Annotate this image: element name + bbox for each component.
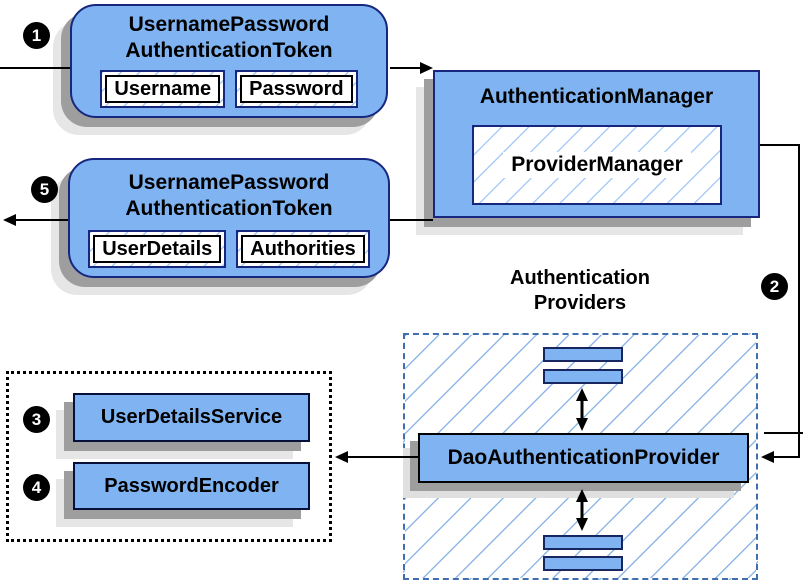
response-token-fields: UserDetails Authorities [70,230,388,268]
arrow-right-icon [420,62,433,74]
userdetails-label: UserDetails [93,235,222,263]
password-encoder-box: PasswordEncoder [73,462,310,510]
authorities-label: Authorities [241,235,365,263]
authentication-manager-title: AuthenticationManager [479,85,714,108]
user-details-service-box: UserDetailsService [73,393,310,442]
request-token-title-line1: UsernamePassword [128,13,330,36]
provider-placeholder-bar [543,535,623,550]
user-details-service-label: UserDetailsService [100,406,283,428]
response-token-box: UsernamePassword AuthenticationToken Use… [68,158,390,278]
authentication-providers-label-line1: Authentication [510,267,650,289]
dao-authentication-provider-box: DaoAuthenticationProvider [418,433,749,483]
step-2-badge: 2 [761,273,788,300]
step-3-badge: 3 [23,406,50,433]
arrow-left-icon [761,451,774,463]
password-field-box: Password [235,70,358,108]
provider-placeholder-bar [543,556,623,571]
authorities-field-box: Authorities [236,230,370,268]
arrow-left-icon [335,451,348,463]
step-5-badge: 5 [31,176,58,203]
provider-placeholder-bar [543,369,623,384]
dao-authentication-provider-label: DaoAuthenticationProvider [447,446,720,469]
services-group-box [6,371,332,542]
authentication-providers-label-line2: Providers [533,292,627,314]
response-token-title-line1: UsernamePassword [128,171,330,194]
request-token-fields: Username Password [72,70,386,108]
provider-manager-box: ProviderManager [472,125,722,205]
password-label: Password [240,75,353,103]
username-label: Username [105,75,221,103]
step-4-badge: 4 [23,474,50,501]
response-token-title-line2: AuthenticationToken [125,197,333,220]
response-token-title: UsernamePassword AuthenticationToken [70,170,388,222]
request-token-box: UsernamePassword AuthenticationToken Use… [70,4,388,118]
authentication-providers-label: Authentication Providers [455,266,705,316]
flow-path-step2 [760,144,800,458]
authentication-manager-box: AuthenticationManager ProviderManager [433,70,760,218]
provider-placeholder-bar [543,347,623,362]
password-encoder-label: PasswordEncoder [104,474,279,497]
username-field-box: Username [100,70,226,108]
userdetails-field-box: UserDetails [88,230,227,268]
request-token-title-line2: AuthenticationToken [125,39,333,62]
step-1-badge: 1 [23,22,50,49]
arrow-left-icon [3,214,16,226]
provider-manager-label: ProviderManager [503,152,691,178]
request-token-title: UsernamePassword AuthenticationToken [72,12,386,64]
